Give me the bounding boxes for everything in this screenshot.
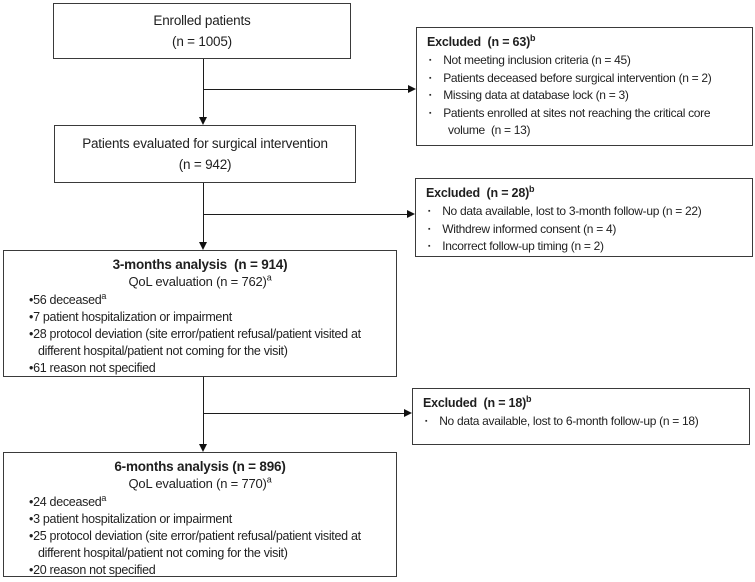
analysis-item-text: 56 deceased [33, 293, 102, 307]
analysis-item: 3 patient hospitalization or impairment [29, 511, 392, 528]
footnote-sup-a: a [101, 290, 107, 301]
analysis-item-text: 7 patient hospitalization or impairment [33, 310, 232, 324]
arrowhead-right-icon [407, 210, 415, 218]
footnote-sup-a: a [266, 474, 272, 485]
enrolled-patients-box: Enrolled patients (n = 1005) [53, 3, 351, 59]
excluded-63-title: Excluded (n = 63)b [417, 28, 752, 51]
excluded-item: No data available, lost to 3-month follo… [428, 203, 748, 221]
analysis-item-text: 61 reason not specified [33, 361, 156, 375]
excluded-63-title-text: Excluded (n = 63) [427, 35, 531, 49]
excluded-item: Patients enrolled at sites not reaching … [429, 105, 748, 140]
arrowhead-down-icon [198, 242, 207, 250]
enrolled-n: (n = 1005) [172, 34, 232, 49]
arrowhead-down-icon [198, 117, 207, 125]
connector-evaluated-to-3m [202, 183, 204, 243]
excluded-item: No data available, lost to 6-month follo… [425, 413, 745, 431]
evaluated-title: Patients evaluated for surgical interven… [82, 136, 328, 151]
arrowhead-down-icon [198, 444, 207, 452]
analysis-item: 7 patient hospitalization or impairment [29, 309, 392, 326]
excluded-63-box: Excluded (n = 63)b Not meeting inclusion… [416, 27, 753, 146]
analysis-item: 24 deceaseda [29, 492, 392, 511]
connector-to-excluded-28 [203, 213, 407, 215]
connector-to-excluded-18 [203, 412, 404, 414]
footnote-sup-a: a [101, 492, 107, 503]
analysis-item-text: 20 reason not specified [33, 563, 156, 577]
analysis-item-text: 24 deceased [33, 495, 102, 509]
analysis-3m-qol-text: QoL evaluation (n = 762) [128, 274, 267, 289]
arrowhead-right-icon [404, 409, 412, 417]
analysis-item: 56 deceaseda [29, 290, 392, 309]
analysis-3m-qol: QoL evaluation (n = 762)a [4, 273, 396, 290]
analysis-item-text: 25 protocol deviation (site error/patien… [33, 529, 361, 560]
excluded-item: Patients deceased before surgical interv… [429, 70, 748, 88]
excluded-18-box: Excluded (n = 18)b No data available, lo… [412, 388, 750, 445]
excluded-28-box: Excluded (n = 28)b No data available, lo… [415, 178, 753, 257]
enrolled-title: Enrolled patients [153, 13, 251, 28]
analysis-item: 28 protocol deviation (site error/patien… [29, 326, 392, 360]
connector-to-excluded-63 [203, 88, 408, 90]
footnote-sup-b: b [529, 183, 535, 194]
footnote-sup-b: b [526, 393, 532, 404]
evaluated-n: (n = 942) [178, 157, 232, 172]
excluded-18-title: Excluded (n = 18)b [413, 389, 749, 412]
excluded-item: Incorrect follow-up timing (n = 2) [428, 238, 748, 256]
analysis-item-text: 3 patient hospitalization or impairment [33, 512, 232, 526]
excluded-28-title: Excluded (n = 28)b [416, 179, 752, 202]
excluded-18-title-text: Excluded (n = 18) [423, 396, 527, 410]
excluded-63-list: Not meeting inclusion criteria (n = 45) … [429, 52, 748, 140]
analysis-item: 20 reason not specified [29, 562, 392, 579]
analysis-3m-list: 56 deceaseda 7 patient hospitalization o… [29, 290, 392, 377]
evaluated-patients-box: Patients evaluated for surgical interven… [54, 125, 356, 183]
excluded-item: Withdrew informed consent (n = 4) [428, 221, 748, 239]
excluded-item: Missing data at database lock (n = 3) [429, 87, 748, 105]
analysis-6-months-box: 6-months analysis (n = 896) QoL evaluati… [3, 452, 397, 577]
excluded-item: Not meeting inclusion criteria (n = 45) [429, 52, 748, 70]
analysis-6m-qol-text: QoL evaluation (n = 770) [128, 476, 267, 491]
excluded-28-title-text: Excluded (n = 28) [426, 186, 530, 200]
connector-3m-to-6m [202, 377, 204, 445]
analysis-item: 25 protocol deviation (site error/patien… [29, 528, 392, 562]
analysis-item: 61 reason not specified [29, 360, 392, 377]
analysis-6m-list: 24 deceaseda 3 patient hospitalization o… [29, 492, 392, 579]
analysis-6m-title: 6-months analysis (n = 896) [114, 459, 286, 474]
excluded-18-list: No data available, lost to 6-month follo… [425, 413, 745, 431]
footnote-sup-b: b [530, 32, 536, 43]
excluded-28-list: No data available, lost to 3-month follo… [428, 203, 748, 256]
analysis-3-months-box: 3-months analysis (n = 914) QoL evaluati… [3, 250, 397, 377]
arrowhead-right-icon [408, 85, 416, 93]
analysis-item-text: 28 protocol deviation (site error/patien… [33, 327, 361, 358]
analysis-6m-qol: QoL evaluation (n = 770)a [4, 475, 396, 492]
analysis-3m-title: 3-months analysis (n = 914) [112, 257, 288, 272]
footnote-sup-a: a [266, 272, 272, 283]
